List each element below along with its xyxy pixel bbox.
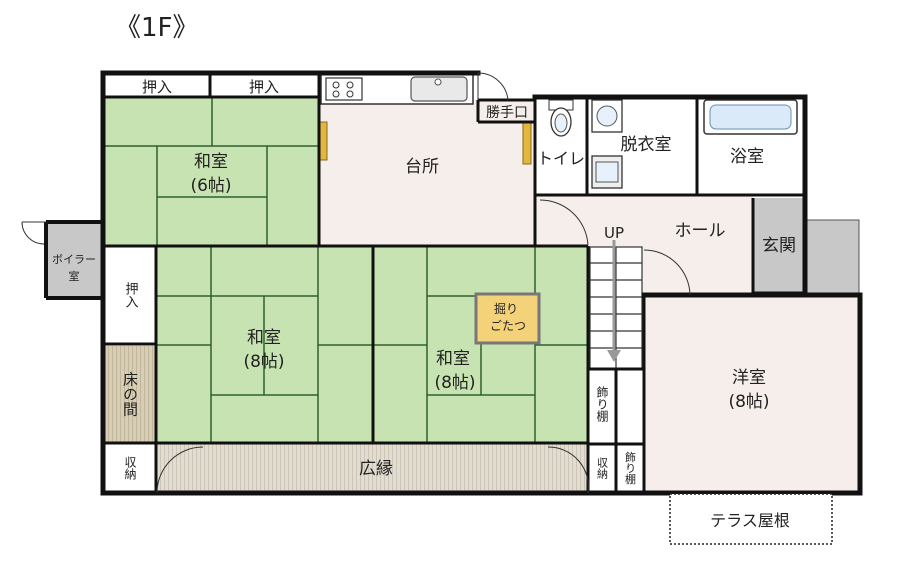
label-shuno-left: 収納 bbox=[123, 456, 137, 480]
label-boiler-line2: 室 bbox=[69, 269, 80, 283]
label-kazaridana-upper: 飾り棚 bbox=[595, 386, 609, 423]
label-up: UP bbox=[604, 224, 624, 242]
label-horigotatsu-line1: 掘り bbox=[494, 301, 518, 316]
label-katteguchi: 勝手口 bbox=[486, 105, 528, 121]
label-washitsu-6-size: (6帖) bbox=[190, 176, 231, 196]
label-washitsu-8b-name: 和室 bbox=[436, 349, 470, 369]
label-toilet: トイレ bbox=[537, 149, 585, 168]
label-genkan: 玄関 bbox=[762, 236, 796, 256]
stove-icon bbox=[325, 77, 363, 101]
label-washitsu-6-name: 和室 bbox=[194, 152, 228, 172]
kitchen-door-right bbox=[522, 121, 532, 165]
label-terrace: テラス屋根 bbox=[710, 511, 790, 530]
label-hiroen: 広縁 bbox=[359, 459, 393, 479]
genkan-floor bbox=[753, 198, 805, 293]
label-daidokoro: 台所 bbox=[405, 157, 439, 177]
stair-arrow-head-icon bbox=[607, 350, 621, 362]
label-washitsu-8a-name: 和室 bbox=[247, 328, 281, 348]
label-datsuijitsu: 脱衣室 bbox=[621, 135, 672, 155]
label-kazaridana-lower: 飾り棚 bbox=[624, 451, 637, 485]
label-washitsu-8b-size: (8帖) bbox=[434, 373, 475, 393]
label-tokonoma: 床の間 bbox=[121, 372, 139, 418]
label-oshiire-top-left: 押入 bbox=[142, 78, 172, 96]
staircase bbox=[589, 246, 643, 370]
label-oshiire-top-right: 押入 bbox=[249, 78, 279, 96]
label-yoshitsu-size: (8帖) bbox=[728, 392, 769, 412]
label-boiler-line1: ボイラー bbox=[52, 253, 96, 266]
label-yoshitsu-name: 洋室 bbox=[732, 368, 766, 388]
label-hall: ホール bbox=[675, 221, 726, 241]
label-horigotatsu-line2: ごたつ bbox=[490, 318, 526, 333]
kitchen-floor bbox=[319, 100, 535, 246]
label-washitsu-8a-size: (8帖) bbox=[243, 352, 284, 372]
hiroen-floor bbox=[157, 444, 588, 492]
horigotatsu bbox=[474, 292, 541, 345]
boiler-room-walls bbox=[44, 220, 103, 300]
porch bbox=[805, 219, 860, 294]
boiler-room bbox=[46, 222, 102, 298]
label-yokushitsu: 浴室 bbox=[730, 147, 764, 167]
interior-walls bbox=[103, 73, 805, 493]
western-room-floor bbox=[644, 295, 860, 492]
terrace-roof bbox=[669, 493, 833, 545]
sink-icon bbox=[410, 76, 468, 102]
tokonoma-floor bbox=[105, 346, 156, 442]
exterior-walls bbox=[100, 70, 863, 496]
door-swings bbox=[21, 72, 691, 494]
label-shuno-right: 収納 bbox=[596, 457, 609, 480]
floor-title: 《1F》 bbox=[115, 13, 199, 43]
label-oshiire-side: 押入 bbox=[123, 282, 139, 308]
tatami-lines bbox=[104, 97, 588, 442]
